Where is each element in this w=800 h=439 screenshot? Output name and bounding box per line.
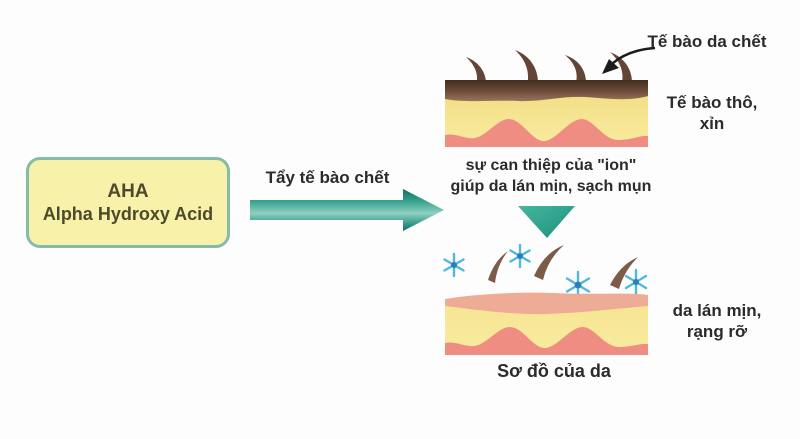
dermis-layer [445,118,648,147]
exfoliate-arrow-label: Tẩy tế bào chết [265,168,390,187]
smooth-radiant-skin-label-line1: da lán mịn, [672,301,762,320]
flake [488,251,508,283]
ion-intervention-caption-line1: sự can thiệp của "ion" [465,157,637,174]
flake [610,257,638,289]
right-arrow-icon [250,189,444,231]
down-arrow-icon [518,206,575,238]
rough-dull-skin-label: Tế bào thô, xỉn [648,92,776,134]
skin-diagram-caption: Sơ đồ của da [497,361,611,381]
smooth-surface-layer [445,292,648,315]
aha-title: AHA [107,180,149,202]
aha-subtitle: Alpha Hydroxy Acid [42,203,214,224]
ion-intervention-caption: sự can thiệp của "ion" giúp da lán mịn, … [418,155,684,197]
flake [534,245,564,280]
sparkle-icon [509,243,531,269]
dead-cell-pointer-arrow-icon [602,46,656,74]
flake-spike [565,55,587,86]
sparkle-icon [565,270,591,300]
lifted-flakes [488,245,638,289]
dead-skin-flakes [466,50,633,86]
flake-spike [466,57,487,86]
rough-dull-skin-label-line2: xỉn [699,114,725,133]
dermis-layer [445,326,648,355]
rough-corneum-layer [445,80,648,102]
flake-spike [610,52,633,86]
aha-box: AHA Alpha Hydroxy Acid [26,157,230,248]
ion-intervention-caption-line2: giúp da lán mịn, sạch mụn [450,178,652,195]
rough-dull-skin-label-line1: Tế bào thô, [666,93,758,112]
sparkles [443,243,648,300]
sparkle-icon [624,268,648,296]
smooth-radiant-skin-label: da lán mịn, rạng rỡ [652,300,782,342]
dead-skin-cells-label: Tế bào da chết [647,32,767,51]
flake-spike [515,50,539,86]
sparkle-icon [443,252,465,278]
right-arrow-shape [250,189,444,231]
smooth-skin-illustration [443,243,648,355]
rough-skin-illustration [445,50,648,147]
smooth-radiant-skin-label-line2: rạng rỡ [686,322,748,341]
